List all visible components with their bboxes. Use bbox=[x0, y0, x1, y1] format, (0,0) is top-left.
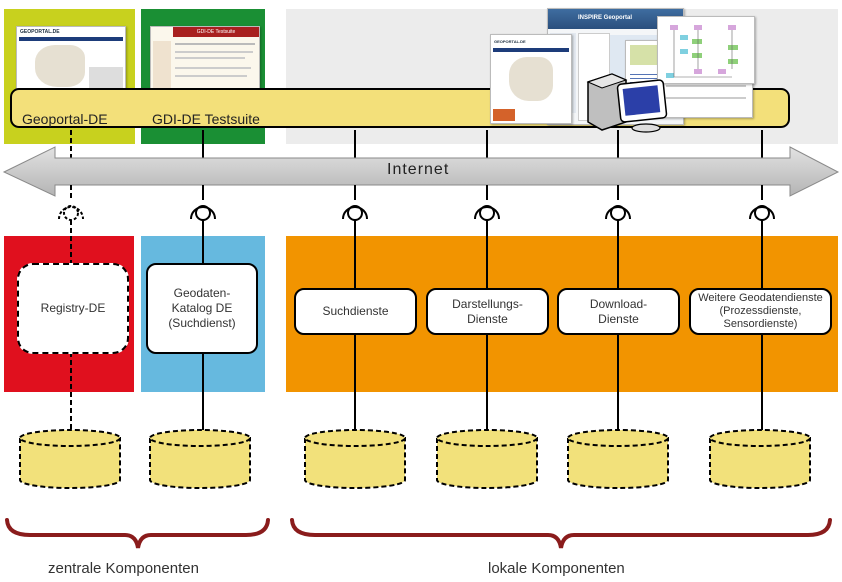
testsuite-screenshot-title: GDI-DE Testsuite bbox=[173, 27, 259, 37]
geoportal-screenshot-title: GEOPORTAL.DE bbox=[20, 29, 60, 35]
socket-icon-local-3 bbox=[605, 205, 631, 221]
database-icon bbox=[709, 429, 811, 489]
darstellungsdienste-box[interactable]: Darstellungs- Dienste bbox=[426, 288, 549, 335]
database-icon bbox=[149, 429, 251, 489]
brace-local bbox=[290, 518, 832, 549]
portal-label-geoportal[interactable]: Geoportal-DE bbox=[22, 111, 108, 127]
geodaten-katalog-box[interactable]: Geodaten- Katalog DE (Suchdienst) bbox=[146, 263, 258, 354]
workflow-screenshot bbox=[657, 16, 755, 84]
geoportal-screenshot-2: GEOPORTAL.DE bbox=[490, 34, 572, 124]
socket-icon-local-1 bbox=[342, 205, 368, 221]
portal-label-testsuite[interactable]: GDI-DE Testsuite bbox=[152, 111, 260, 127]
registry-de-box[interactable]: Registry-DE bbox=[17, 263, 129, 354]
weitere-geodatendienste-box[interactable]: Weitere Geodatendienste (Prozessdienste,… bbox=[689, 288, 832, 335]
database-icon bbox=[19, 429, 121, 489]
database-icon bbox=[304, 429, 406, 489]
workflow-diagram bbox=[666, 25, 738, 78]
local-components-caption: lokale Komponenten bbox=[488, 560, 625, 577]
internet-arrow bbox=[2, 146, 840, 197]
inspire-screenshot-title: INSPIRE Geoportal bbox=[548, 9, 683, 29]
socket-icon-local-4 bbox=[749, 205, 775, 221]
database-icon bbox=[436, 429, 538, 489]
internet-label: Internet bbox=[387, 161, 450, 178]
socket-icon-catalog bbox=[190, 205, 216, 221]
database-icon bbox=[567, 429, 669, 489]
socket-icon-registry bbox=[58, 205, 84, 221]
socket-icon-local-2 bbox=[474, 205, 500, 221]
central-components-caption: zentrale Komponenten bbox=[48, 560, 199, 577]
suchdienste-box[interactable]: Suchdienste bbox=[294, 288, 417, 335]
brace-central bbox=[5, 518, 270, 549]
downloaddienste-box[interactable]: Download- Dienste bbox=[557, 288, 680, 335]
